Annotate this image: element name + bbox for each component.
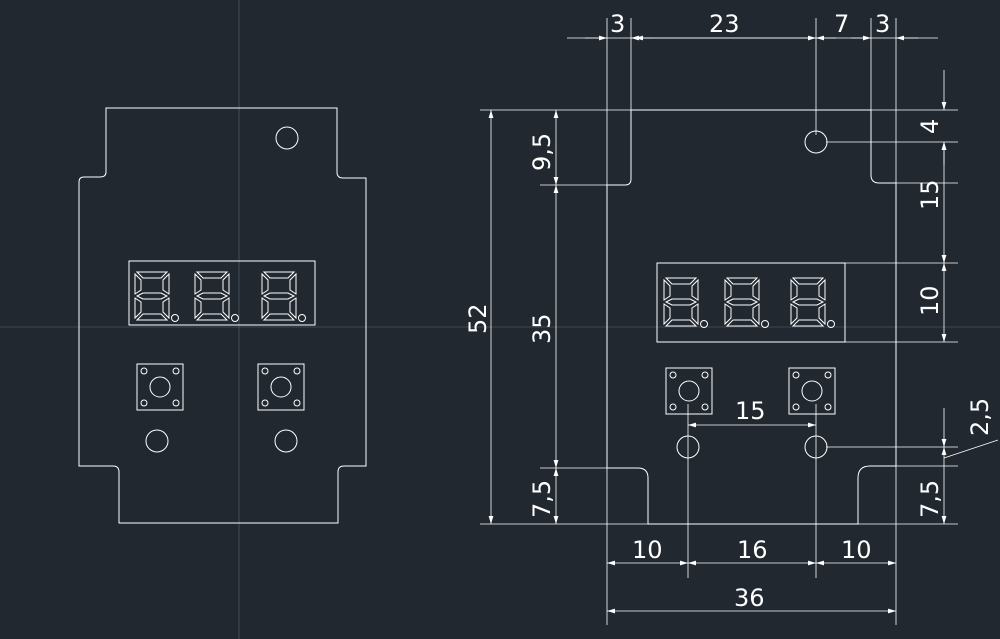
left-button-2: [257, 363, 305, 411]
left-digit-1: [134, 271, 179, 322]
dim-top-23: 23: [709, 10, 740, 38]
dim-left-9-5: 9,5: [528, 133, 556, 171]
dimension-labels: 3 23 7 3 4 15 10 2,5 7,5 52 9,5 35 7,5 1…: [464, 10, 994, 612]
dim-inner-15: 15: [735, 397, 766, 425]
dim-right-15: 15: [916, 179, 944, 210]
right-button-2: [788, 367, 836, 415]
right-board-outline: [606, 109, 897, 525]
left-bottom-hole-2: [274, 429, 298, 453]
left-digit-3: [261, 271, 306, 322]
dim-top-7: 7: [834, 10, 849, 38]
dim-top-3-right: 3: [875, 10, 890, 38]
dimension-lines: [480, 18, 999, 625]
right-board-view: [606, 109, 897, 525]
left-button-1: [136, 363, 184, 411]
dim-bottom-36: 36: [734, 584, 765, 612]
right-digit-2: [724, 277, 769, 328]
right-display-frame: [656, 262, 846, 343]
left-bottom-hole-1: [145, 429, 169, 453]
dim-right-4: 4: [916, 119, 944, 134]
dim-right-2-5: 2,5: [966, 398, 994, 436]
dim-right-7-5: 7,5: [916, 480, 944, 518]
dim-left-52: 52: [464, 303, 492, 334]
dim-top-3-left: 3: [610, 10, 625, 38]
dim-bottom-16: 16: [737, 536, 768, 564]
dim-bottom-10-left: 10: [632, 536, 663, 564]
right-digit-3: [790, 277, 835, 328]
left-display-frame: [128, 260, 316, 326]
dim-bottom-10-right: 10: [841, 536, 872, 564]
right-digit-1: [663, 277, 708, 328]
left-top-hole: [275, 126, 299, 150]
dim-left-35: 35: [528, 313, 556, 344]
dim-left-7-5: 7,5: [528, 480, 556, 518]
left-board-view: [78, 107, 367, 524]
dim-right-10: 10: [916, 285, 944, 316]
left-board-outline: [78, 107, 367, 524]
right-button-1: [665, 367, 713, 415]
left-digit-2: [194, 271, 239, 322]
